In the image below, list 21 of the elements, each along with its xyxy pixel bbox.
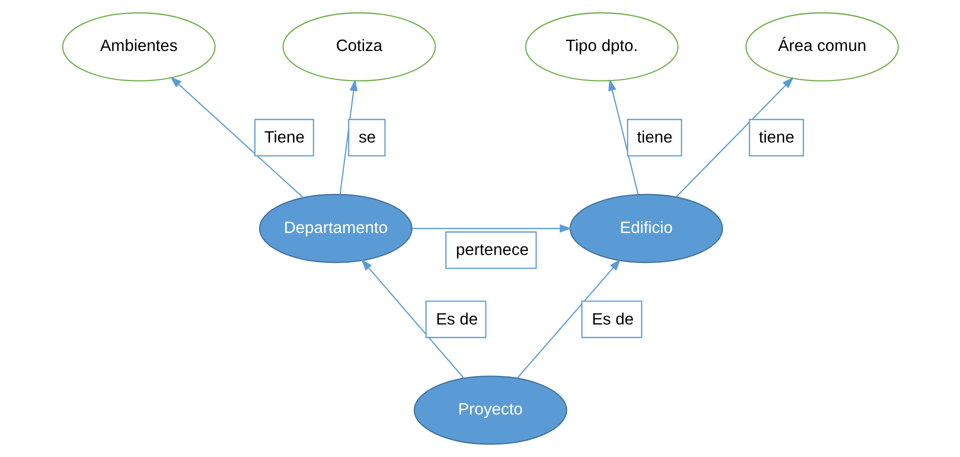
edge-label: Tiene [264,128,304,147]
node-ellipse: Proyecto [413,376,567,445]
arrow [360,259,464,379]
node-ellipse: Departamento [258,194,412,264]
arrow [412,224,571,233]
arrow [608,78,638,195]
edge-label: pertenece [455,241,528,260]
edge-label: tiene [636,128,672,147]
node-ellipse: Cotiza [282,12,436,82]
arrow [338,79,358,195]
arrow [516,259,620,379]
edge-label: Es de [591,310,634,328]
edge-label: tiene [758,128,794,147]
node-ellipse: Tipo dpto. [524,12,678,82]
node-ellipse: Área comun [744,12,898,82]
node-ellipse: Edificio [569,194,723,264]
arrow [675,77,794,198]
node-ellipse: Ambientes [62,12,216,82]
edge-label: se [358,128,376,147]
arrow [170,76,304,198]
edge-label: Es de [435,310,478,328]
